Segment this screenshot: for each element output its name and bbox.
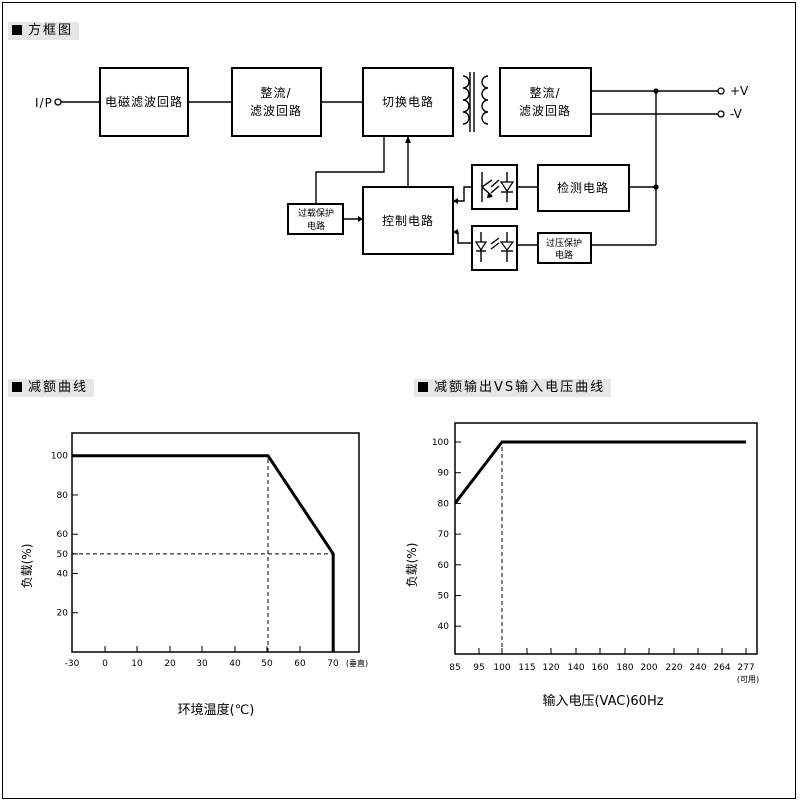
y-axis-label: 负载(%) xyxy=(405,543,419,588)
x-tick-label: 100 xyxy=(493,663,510,673)
output-label-positive: +V xyxy=(730,84,749,98)
plot-area xyxy=(71,432,360,653)
x-tick-label: 85 xyxy=(449,663,460,673)
x-axis-label: 环境温度(℃) xyxy=(178,702,255,718)
section-title-derating-vin: 减额输出VS输入电压曲线 xyxy=(414,379,612,397)
x-tick-label: 160 xyxy=(591,663,608,673)
ovp-block xyxy=(537,232,592,264)
y-tick-label: 80 xyxy=(57,491,69,501)
x-tick-label: 50 xyxy=(261,659,273,669)
output-terminal-positive xyxy=(717,87,725,95)
square-bullet-icon xyxy=(418,382,428,392)
rectifier-1-label-2: 滤波回路 xyxy=(250,103,302,118)
switching-label: 切换电路 xyxy=(382,94,434,109)
x-tick-label: 0 xyxy=(102,659,108,669)
x-tick-label: 115 xyxy=(518,663,535,673)
x-tick-label: 20 xyxy=(164,659,176,669)
y-tick-label: 100 xyxy=(432,438,449,448)
detection-block xyxy=(537,164,630,212)
y-axis-label: 负载(%) xyxy=(20,544,34,589)
x-tick-label: 220 xyxy=(665,663,682,673)
control-label: 控制电路 xyxy=(382,213,434,228)
arrow-icon xyxy=(405,136,411,143)
y-tick-label: 70 xyxy=(438,530,450,540)
x-tick-label: 10 xyxy=(131,659,143,669)
x-tick-label: 277 xyxy=(737,663,754,673)
x-tick-label: 30 xyxy=(196,659,208,669)
input-label: I/P xyxy=(35,96,53,110)
optocoupler-icon xyxy=(471,164,518,210)
optocoupler-icon xyxy=(471,225,518,271)
y-tick-label: 50 xyxy=(57,550,69,560)
y-tick-label: 100 xyxy=(51,452,68,462)
y-tick-label: 50 xyxy=(438,592,450,602)
arrow-icon xyxy=(453,229,458,235)
x-tick-label: 264 xyxy=(713,663,730,673)
rectifier-2-label-1: 整流/ xyxy=(529,85,560,100)
olp-label-2: 电路 xyxy=(307,220,325,232)
detection-label: 检测电路 xyxy=(557,180,609,195)
x-tick-label: 240 xyxy=(689,663,706,673)
ovp-label-1: 过压保护 xyxy=(546,237,582,249)
olp-label-1: 过载保护 xyxy=(298,207,334,219)
output-label-negative: -V xyxy=(730,107,743,121)
derating-curve xyxy=(453,440,746,505)
rectifier-filter-block-2 xyxy=(499,67,592,137)
rectifier-1-label-1: 整流/ xyxy=(260,85,291,100)
ovp-label-2: 电路 xyxy=(555,249,573,261)
x-tick-label: 70 xyxy=(327,659,339,669)
x-tick-label: 120 xyxy=(542,663,559,673)
control-block xyxy=(362,186,454,255)
x-unit-note: (可用) xyxy=(737,675,759,684)
derating-curve xyxy=(72,454,335,652)
rectifier-2-label-2: 滤波回路 xyxy=(519,103,571,118)
square-bullet-icon xyxy=(12,25,22,35)
y-tick-label: 20 xyxy=(57,609,69,619)
arrow-icon xyxy=(358,216,363,222)
y-tick-label: 60 xyxy=(57,530,69,540)
section-title-block-diagram: 方框图 xyxy=(8,22,80,40)
arrow-icon xyxy=(453,198,458,204)
x-tick-label: 95 xyxy=(473,663,484,673)
transformer-icon xyxy=(462,72,489,132)
x-tick-label: 140 xyxy=(567,663,584,673)
y-tick-label: 60 xyxy=(438,561,450,571)
x-tick-label: 40 xyxy=(229,659,241,669)
y-tick-label: 40 xyxy=(438,622,450,632)
y-tick-label: 40 xyxy=(57,569,69,579)
rectifier-filter-block-1 xyxy=(231,67,322,137)
x-tick-label: 200 xyxy=(640,663,657,673)
y-tick-label: 90 xyxy=(438,469,450,479)
wire xyxy=(315,136,385,204)
x-tick-label: 180 xyxy=(616,663,633,673)
wire xyxy=(453,186,472,202)
x-tick-label: 60 xyxy=(294,659,306,669)
emi-filter-label: 电磁滤波回路 xyxy=(105,94,183,109)
y-tick-label: 80 xyxy=(438,499,450,509)
square-bullet-icon xyxy=(12,382,22,392)
x-unit-note: (垂直) xyxy=(346,658,368,668)
section-title-derating-temp: 减额曲线 xyxy=(8,379,95,397)
x-tick-label: -30 xyxy=(65,659,80,669)
x-axis-label: 输入电压(VAC)60Hz xyxy=(542,693,663,709)
plot-area xyxy=(454,422,758,655)
output-terminal-negative xyxy=(717,110,725,118)
